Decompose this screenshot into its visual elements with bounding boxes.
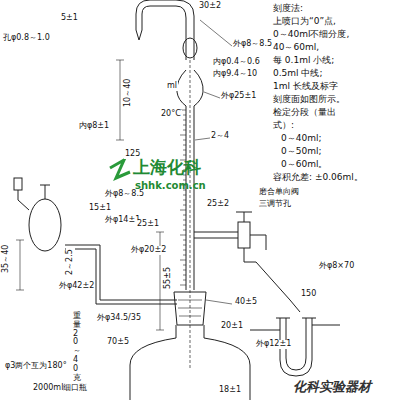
dimension-label: ml: [166, 82, 178, 91]
dimension-label: 外φ20±2: [130, 246, 167, 255]
scale-tick: [183, 265, 186, 266]
dimension-label: 外φ8×70: [318, 262, 355, 271]
note-text: 0～40ml;: [280, 134, 322, 144]
scale-tick: [183, 125, 186, 126]
scale-tick: [183, 270, 186, 271]
dimension-label: 30±2: [198, 2, 222, 11]
dimension-label: 70±5: [106, 338, 130, 347]
scale-tick: [180, 260, 186, 261]
note-text: 上喷口为“0”点,: [272, 17, 337, 27]
scale-tick: [183, 280, 186, 281]
scale-tick: [183, 205, 186, 206]
note-text: 每 0.1ml 小线;: [272, 56, 335, 66]
dimension-label: φ3两个互为180°: [4, 362, 68, 371]
scale-tick: [183, 220, 186, 221]
scale-tick: [183, 250, 186, 251]
dimension-label: 外φ42±2: [58, 282, 95, 291]
scale-tick: [183, 200, 186, 201]
scale-tick: [180, 285, 186, 286]
dimension-label: 2000ml细口瓶: [32, 384, 88, 393]
note-text: 检定分段（量出: [272, 108, 337, 118]
scale-tick: [183, 230, 186, 231]
dimension-label: 20°C: [160, 110, 182, 119]
dimension-label: 重量20～40克: [72, 312, 82, 382]
note-text: 刻度法:: [272, 4, 304, 14]
dimension-label: 孔φ0.8～1.0: [2, 34, 51, 43]
scale-tick: [180, 210, 186, 211]
note-text: 40～60ml,: [272, 43, 320, 53]
dimension-label: 35～40: [2, 244, 11, 274]
dimension-label: 外φ12±1: [255, 340, 292, 349]
dimension-label: 150: [300, 290, 317, 299]
note-text: 刻度面如图所示。: [272, 95, 346, 105]
dimension-label: 外φ8～8.5: [232, 40, 273, 49]
dimension-label: 磨合单向阀: [258, 188, 300, 197]
scale-tick: [180, 235, 186, 236]
scale-tick: [183, 225, 186, 226]
scale-tick: [183, 150, 186, 151]
dimension-label: 外φ25±1: [220, 92, 257, 101]
dimension-label: 2～2.5: [66, 248, 75, 276]
scale-tick: [183, 155, 186, 156]
scale-tick: [183, 275, 186, 276]
watermark: shhk.com.cn: [134, 180, 207, 191]
note-text: 0.5ml 中线;: [272, 69, 323, 79]
dimension-label: 55±5: [164, 266, 173, 290]
scale-tick: [183, 245, 186, 246]
dimension-label: 内φ0.4～0.6: [212, 58, 261, 67]
note-text: 1ml 长线及标字: [272, 82, 339, 92]
dimension-label: 三调节孔: [258, 200, 292, 209]
scale-tick: [183, 195, 186, 196]
scale-tick: [180, 135, 186, 136]
scale-tick: [183, 140, 186, 141]
note-text: 式）:: [272, 121, 295, 131]
note-text: 容积允差: ±0.06ml。: [272, 173, 364, 183]
dimension-label: 内φ9.4～10: [212, 70, 258, 79]
dimension-label: 20±1: [220, 322, 244, 331]
scale-tick: [183, 130, 186, 131]
dimension-label: 10～40: [124, 78, 133, 108]
note-text: 0～40ml不细分度,: [272, 30, 350, 40]
scale-tick: [183, 240, 186, 241]
dimension-label: 外φ34.5/35: [96, 314, 142, 323]
dimension-label: 25±1: [136, 220, 160, 229]
note-text: 0～60ml。: [280, 160, 328, 170]
dimension-label: 5±1: [60, 14, 79, 23]
dimension-label: 25±2: [206, 200, 230, 209]
dimension-label: 40±5: [234, 298, 258, 307]
scale-tick: [183, 255, 186, 256]
watermark: 化科实验器材: [292, 380, 372, 394]
scale-tick: [183, 215, 186, 216]
dimension-label: 内φ8±1: [78, 122, 110, 131]
dimension-label: 15±1: [88, 204, 112, 213]
dimension-label: 2～4: [210, 132, 230, 141]
scale-tick: [183, 120, 186, 121]
dimension-label: 外φ8～8.5: [104, 190, 145, 199]
scale-tick: [183, 145, 186, 146]
dimension-label: 18±1: [218, 386, 242, 395]
watermark: 上海化科: [132, 158, 202, 177]
note-text: 0～50ml;: [280, 147, 322, 157]
scale-tick: [183, 115, 186, 116]
